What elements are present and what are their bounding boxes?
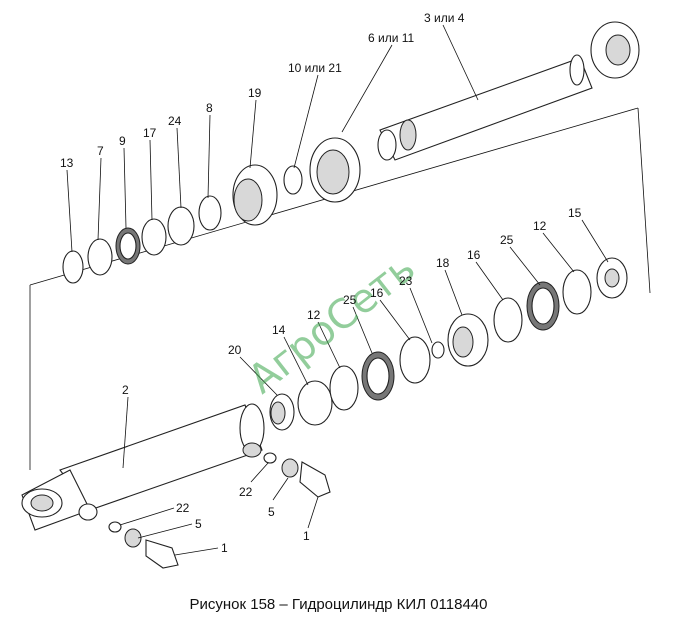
label-6-or-11: 6 или 11	[368, 31, 415, 45]
label-22-lower: 22	[176, 501, 190, 515]
lower-seals	[269, 257, 628, 431]
figure-caption: Рисунок 158 – Гидроцилиндр КИЛ 0118440	[189, 596, 488, 613]
label-12-right: 12	[533, 219, 547, 233]
label-9: 9	[119, 134, 126, 148]
label-10-or-21: 10 или 21	[288, 61, 342, 75]
label-1-lower: 1	[221, 541, 228, 555]
label-5-upper: 5	[268, 505, 275, 519]
label-14: 14	[272, 323, 286, 337]
label-23: 23	[399, 274, 413, 288]
label-18: 18	[436, 256, 450, 270]
label-8: 8	[206, 101, 213, 115]
piston-rod	[377, 21, 640, 161]
label-5-lower: 5	[195, 517, 202, 531]
label-20: 20	[228, 343, 242, 357]
label-16-left: 16	[370, 286, 384, 300]
label-17: 17	[143, 126, 157, 140]
label-24: 24	[168, 114, 182, 128]
label-15: 15	[568, 206, 582, 220]
label-12-left: 12	[307, 308, 321, 322]
label-13: 13	[60, 156, 74, 170]
upper-seals	[62, 137, 361, 284]
label-3-or-4: 3 или 4	[424, 11, 465, 25]
label-1-upper: 1	[303, 529, 310, 543]
label-2: 2	[122, 383, 129, 397]
label-22-upper: 22	[239, 485, 253, 499]
label-25-right: 25	[500, 233, 514, 247]
leader-lines	[66, 24, 609, 556]
part-labels: 3 или 4 6 или 11 10 или 21 19 8 24 17 9 …	[60, 11, 582, 555]
label-25-left: 25	[343, 293, 357, 307]
fittings	[108, 452, 331, 569]
label-7: 7	[97, 144, 104, 158]
label-19: 19	[248, 86, 262, 100]
cylinder-body	[21, 403, 265, 531]
label-16-right: 16	[467, 248, 481, 262]
